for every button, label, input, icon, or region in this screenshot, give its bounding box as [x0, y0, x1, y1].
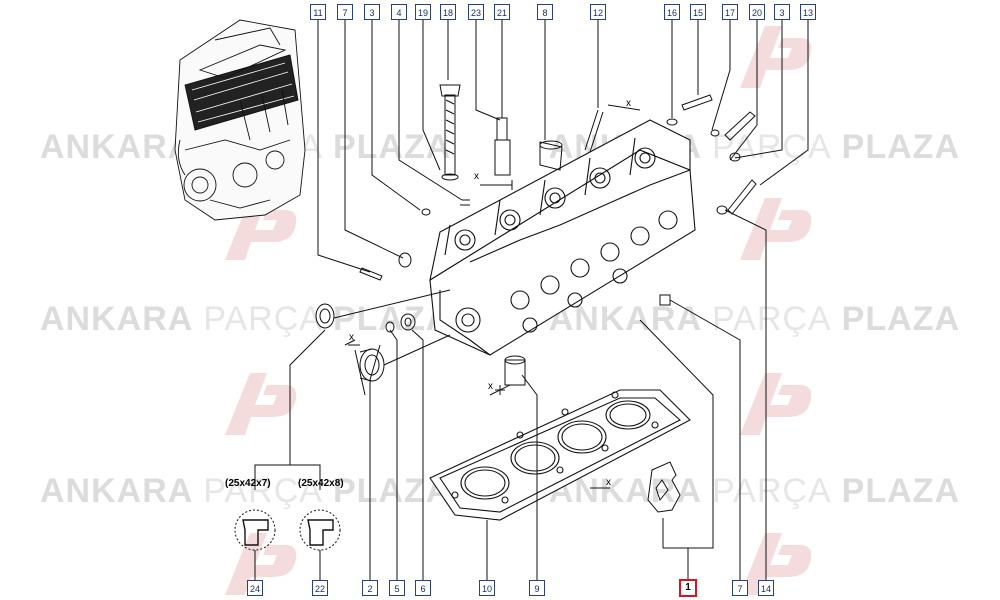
- callout-top-20[interactable]: 20: [749, 4, 765, 20]
- dimension-arrows: [348, 104, 641, 489]
- callout-top-3b[interactable]: 3: [774, 4, 790, 20]
- callout-bottom-9[interactable]: 9: [529, 580, 545, 596]
- callout-top-13[interactable]: 13: [800, 4, 816, 20]
- callout-top-15[interactable]: 15: [690, 4, 706, 20]
- seals-left: [315, 252, 451, 396]
- bolts-top: [421, 84, 757, 306]
- callout-top-7[interactable]: 7: [337, 4, 353, 20]
- seal-size-right: (25x42x8): [298, 478, 344, 489]
- gasket-kit-bag: [647, 461, 681, 513]
- callout-bottom-24[interactable]: 24: [247, 580, 263, 596]
- callout-bottom-6[interactable]: 6: [415, 580, 431, 596]
- callout-top-21[interactable]: 21: [494, 4, 510, 20]
- axis-marker: x: [474, 171, 479, 182]
- callout-top-11[interactable]: 11: [310, 4, 326, 20]
- seal-size-left: (25x42x7): [225, 478, 271, 489]
- valve-part: [495, 355, 526, 395]
- callout-bottom-1-highlighted[interactable]: 1: [679, 579, 697, 597]
- callout-top-19[interactable]: 19: [415, 4, 431, 20]
- callout-top-17[interactable]: 17: [722, 4, 738, 20]
- callout-top-16[interactable]: 16: [664, 4, 680, 20]
- head-gasket: [429, 389, 691, 521]
- callout-bottom-10[interactable]: 10: [479, 580, 495, 596]
- callout-bottom-7[interactable]: 7: [732, 580, 748, 596]
- axis-marker: x: [606, 477, 611, 488]
- callout-bottom-22[interactable]: 22: [312, 580, 328, 596]
- callout-top-8[interactable]: 8: [537, 4, 553, 20]
- axis-marker: x: [626, 98, 631, 109]
- leader-lines-bottom: [254, 209, 767, 580]
- callout-top-12[interactable]: 12: [590, 4, 606, 20]
- callout-top-4[interactable]: 4: [391, 4, 407, 20]
- callout-top-3[interactable]: 3: [364, 4, 380, 20]
- callout-bottom-2[interactable]: 2: [362, 580, 378, 596]
- seal-detail-left: [234, 509, 276, 551]
- engine-thumbnail: [174, 19, 306, 221]
- axis-marker: x: [488, 381, 493, 392]
- leader-lines-top: [317, 20, 809, 273]
- callout-top-23[interactable]: 23: [468, 4, 484, 20]
- callout-top-18[interactable]: 18: [440, 4, 456, 20]
- axis-marker: x: [349, 332, 354, 343]
- seal-detail-right: [299, 509, 341, 551]
- callout-bottom-5[interactable]: 5: [389, 580, 405, 596]
- callout-bottom-14[interactable]: 14: [758, 580, 774, 596]
- cylinder-head: [429, 119, 696, 356]
